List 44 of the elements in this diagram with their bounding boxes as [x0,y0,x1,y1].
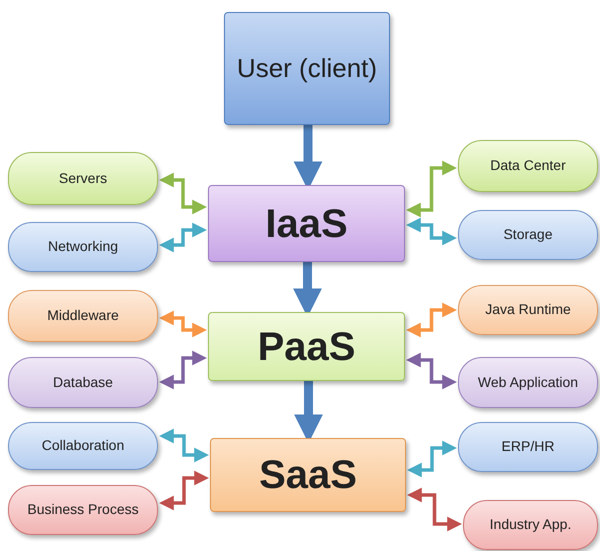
category-label: Storage [502,227,554,243]
category-pill [458,422,598,472]
category-pill [8,152,158,205]
arrow [407,440,457,478]
category-pill [8,222,158,272]
category-pill [8,357,158,408]
category-label: Java Runtime [484,302,572,318]
arrow [406,352,457,390]
arrow [159,222,207,252]
category-label: Business Process [26,502,140,518]
arrow [159,172,207,214]
category-label: Database [52,374,114,390]
layer-label: IaaS [264,202,349,246]
category-pill [8,485,158,535]
arrow [159,428,209,462]
category-pill [8,290,158,342]
arrow [159,470,209,510]
layer-label: PaaS [256,324,356,368]
arrow [406,218,457,246]
category-label: Middleware [46,308,120,324]
layer-box [210,438,406,512]
category-label: Collaboration [40,438,126,454]
category-label: Data Center [489,158,567,174]
category-label: Web Application [476,374,580,390]
category-label: Networking [46,239,120,255]
arrow [407,488,462,532]
category-pill [458,140,598,192]
category-pill [458,357,598,408]
layer-box [208,312,405,381]
category-pill [463,500,598,550]
arrow [406,302,457,338]
layer-box [208,185,405,262]
category-pill [458,285,598,335]
layer-label: SaaS [258,453,358,497]
arrow [159,350,207,390]
category-pill [458,210,598,260]
category-label: ERP/HR [500,439,556,455]
category-label: Industry App. [488,517,572,533]
arrow [406,160,457,218]
layer-box [224,12,390,125]
category-pill [8,422,158,470]
layer-label: User (client) [236,52,378,85]
category-label: Servers [58,170,108,186]
arrow [159,310,207,338]
